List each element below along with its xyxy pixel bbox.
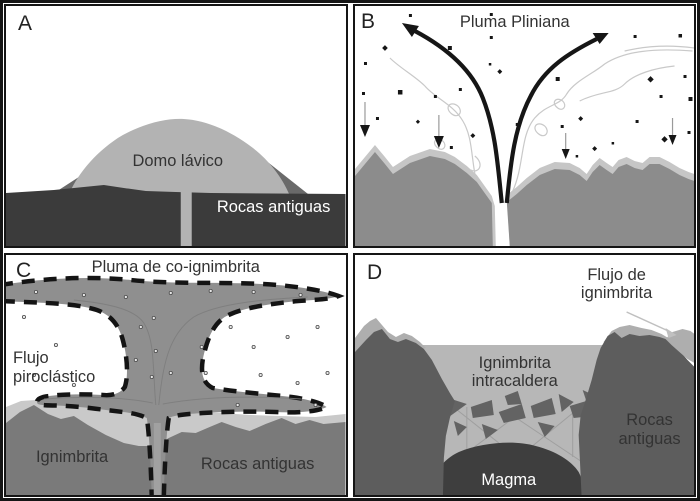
conduit-core (153, 423, 161, 495)
panel-letter-b: B (360, 10, 374, 33)
outflow-ignimbrite-sheet (665, 329, 694, 363)
plinian-plume-label: Pluma Pliniana (459, 13, 570, 31)
intracaldera-label-line1: Ignimbrita (478, 354, 551, 372)
co-ignimbrite-plume-label: Pluma de co-ignimbrita (92, 258, 261, 276)
ignimbrite-label: Ignimbrita (36, 448, 109, 466)
ignimbrite-flow-arrow (625, 311, 677, 338)
plume-wisp-lines (389, 45, 694, 192)
co-ignimbrite-cloud (6, 275, 345, 495)
plinian-plume-arrows (401, 23, 609, 204)
cloud-streamlines (43, 296, 308, 406)
panel-d-caldera: D Flujo de ignimbrita Ignimbrita intraca… (352, 253, 696, 497)
ignimbrite-flow-label-line1: Flujo de (587, 266, 646, 284)
lava-dome-shape (67, 118, 290, 197)
panel-letter-d: D (366, 261, 381, 284)
magma-label: Magma (481, 471, 537, 489)
old-rocks-label-d-line1: Rocas (626, 411, 673, 429)
old-rocks-label-c: Rocas antiguas (201, 455, 314, 473)
caldera-wall-right (578, 332, 694, 495)
old-rocks-label: Rocas antiguas (217, 198, 330, 216)
tephra-clasts (361, 13, 693, 158)
panel-c-co-ignimbrite: C Pluma de co-ignimbrita Flujo piroclást… (4, 253, 348, 497)
ash-specks (21, 289, 330, 407)
panel-a-lava-dome: A Domo lávico Rocas antiguas (4, 4, 348, 248)
old-rocks-hills (6, 405, 346, 495)
pyroclastic-flow-label-line2: piroclástico (13, 368, 95, 386)
old-rocks-label-d-line2: antiguas (618, 430, 680, 448)
lava-dome-label: Domo lávico (132, 152, 223, 170)
caldera-wall-left (354, 329, 455, 495)
ignimbrite-flow-label-line2: ignimbrita (580, 284, 652, 302)
pyroclastic-flow-label-line1: Flujo (13, 349, 49, 367)
hills-right (506, 164, 694, 246)
old-rocks-ground (6, 185, 346, 246)
volcanic-conduit (180, 192, 192, 246)
magma-body (427, 442, 586, 495)
panel-b-plinian-plume: B Pluma Pliniana (352, 4, 696, 248)
panel-letter-c: C (16, 259, 31, 282)
tephra-fall-arrows (359, 102, 677, 159)
panel-letter-a: A (18, 12, 32, 35)
hills-left (354, 152, 493, 246)
intracaldera-label-line2: intracaldera (471, 372, 558, 390)
